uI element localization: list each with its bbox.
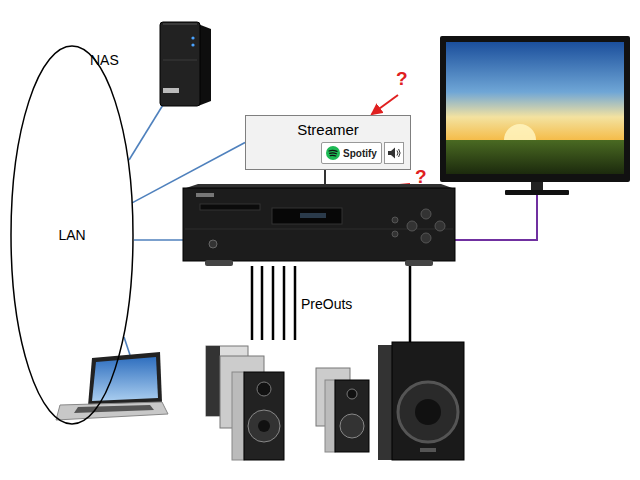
player-button: [421, 233, 431, 243]
speaker-side: [325, 380, 335, 452]
player-button: [435, 221, 445, 231]
speaker-front: [244, 372, 284, 460]
sub-side: [378, 345, 392, 460]
lan-connector: [132, 143, 245, 203]
spotify-badge: Spotify: [321, 142, 382, 164]
tv-ground: [446, 140, 624, 174]
question-mark: ?: [415, 166, 427, 188]
tv-frame: [440, 36, 630, 182]
question-mark: ?: [396, 68, 408, 90]
sub-woofer-cap: [415, 399, 441, 425]
player-button: [421, 209, 431, 219]
speaker-icon: [385, 143, 403, 163]
preout-cable: [272, 266, 275, 340]
lan-wire: [129, 100, 166, 160]
laptop-keyboard: [74, 405, 154, 413]
player-display-glow: [300, 213, 326, 218]
tv-base: [505, 190, 569, 195]
preout-cable: [261, 266, 264, 340]
speaker-side: [232, 372, 244, 460]
woofer: [248, 410, 280, 442]
player-foot: [405, 260, 433, 266]
sub-badge: [420, 448, 436, 452]
device-label: NAS: [90, 52, 119, 68]
lan-ellipse-outline: [11, 46, 133, 424]
streamer-box: StreamerSpotify: [245, 115, 411, 170]
speaker-icon-box: [384, 142, 404, 164]
sub-woofer: [398, 382, 458, 442]
lan-ellipse: LAN: [10, 45, 134, 425]
spotify-logo-waves: [329, 150, 337, 156]
nas-bay: [163, 60, 197, 61]
player-button: [407, 221, 417, 231]
lan-wire: [124, 337, 130, 355]
speaker-icon-body: [388, 148, 395, 159]
player-tray: [200, 204, 260, 210]
player-logo: [196, 193, 214, 197]
tweeter: [257, 382, 271, 396]
preout-cable: [294, 266, 297, 340]
tv-screen: [446, 42, 624, 142]
nas-led: [191, 43, 194, 46]
player-foot: [205, 260, 233, 266]
player-button: [392, 217, 398, 223]
question-arrow: [372, 95, 398, 114]
speaker-icon-waves: [397, 149, 400, 157]
laptop-screen: [92, 357, 158, 401]
speaker-front: [335, 380, 369, 452]
nas-badge: [163, 88, 179, 93]
preout-cable: [251, 266, 254, 340]
service-name: Spotify: [343, 148, 377, 159]
spotify-logo-disc: [326, 146, 340, 160]
preout-cable: [283, 266, 286, 340]
sub-front: [392, 342, 464, 460]
tweeter: [347, 389, 357, 399]
player-body: [183, 188, 455, 261]
nas-front: [160, 22, 200, 106]
player-display: [272, 208, 342, 224]
woofer: [340, 414, 364, 438]
laptop-base: [56, 402, 168, 420]
tv-stand: [531, 182, 543, 190]
node-title: LAN: [58, 227, 85, 243]
nas-edge: [163, 24, 197, 25]
sub-cable: [409, 266, 412, 342]
speaker-back-front: [206, 346, 220, 416]
node-title: Streamer: [297, 121, 359, 138]
hdmi-cable: [455, 195, 537, 240]
lan-wire: [134, 239, 183, 241]
player-button: [392, 231, 398, 237]
spotify-logo: [326, 146, 340, 160]
preouts-label: PreOuts: [301, 296, 352, 312]
power-button: [209, 240, 217, 248]
woofer-cap: [258, 420, 270, 432]
laptop-lid: [88, 352, 162, 406]
nas-led: [191, 36, 194, 39]
